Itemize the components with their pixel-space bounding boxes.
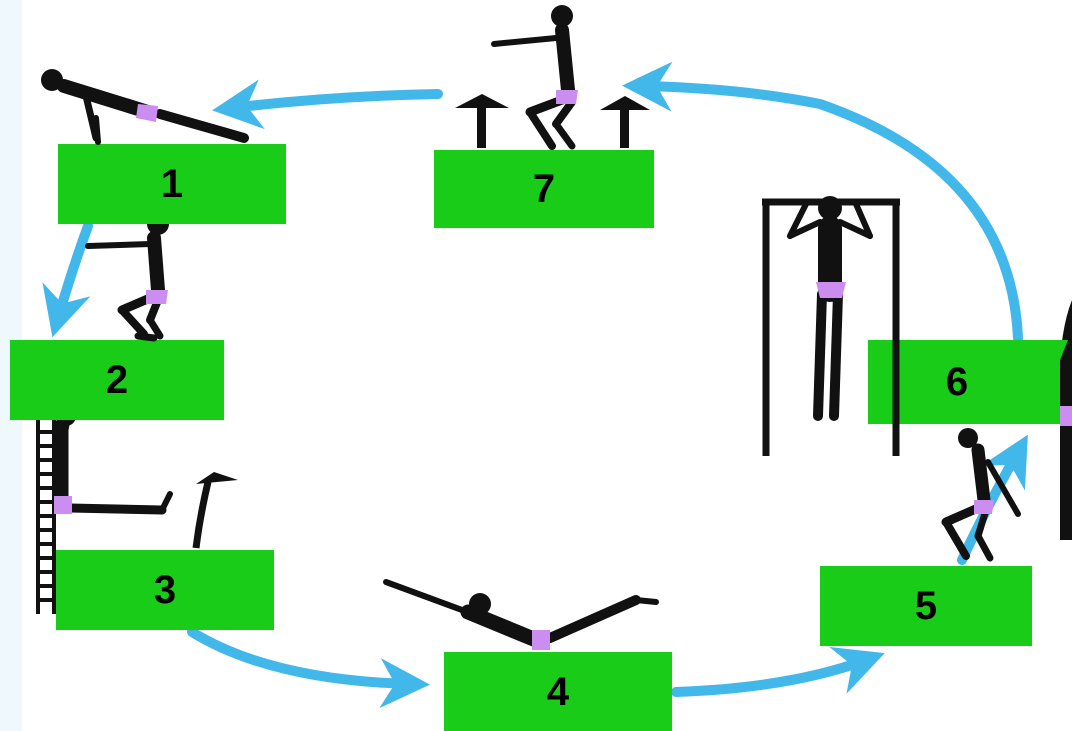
station-number: 4 — [546, 669, 570, 714]
figure-pushup-icon — [41, 69, 249, 143]
station-block-6: 6 — [868, 340, 1072, 424]
figure-pullup-icon — [787, 196, 873, 421]
figure-partial-right-shorts-icon — [1060, 406, 1072, 426]
station-number: 1 — [160, 162, 184, 206]
up-arrow-icon — [455, 94, 509, 148]
station-number: 3 — [153, 568, 177, 612]
station-block-2: 2 — [10, 340, 224, 420]
station-block-7: 7 — [434, 150, 654, 228]
up-arrow-icon — [192, 472, 238, 549]
arrow-4-to-5-icon — [671, 646, 885, 697]
station-block-1: 1 — [58, 144, 286, 224]
station-block-5: 5 — [820, 566, 1032, 646]
station-number: 2 — [105, 358, 129, 402]
station-block-3: 3 — [56, 550, 274, 630]
station-block-4: 4 — [444, 652, 672, 731]
up-arrows-station-7 — [455, 94, 650, 148]
station-number: 5 — [914, 584, 938, 628]
station-number: 7 — [532, 167, 556, 211]
arrow-3-to-4-icon — [187, 627, 430, 709]
figure-back-extension-icon — [383, 579, 659, 650]
figure-pushup-arm-icon — [93, 115, 101, 145]
arrow-6-to-7-icon — [622, 61, 1023, 343]
arrow-7-to-1-icon — [212, 79, 443, 130]
figure-squat-feet-icon — [134, 332, 158, 342]
figure-squat-jump-icon — [491, 5, 578, 150]
up-arrow-icon — [600, 96, 650, 148]
arrow-1-to-2-icon — [42, 221, 93, 338]
figure-jump-squat-icon — [941, 428, 1021, 562]
figure-partial-right-icon — [1060, 330, 1072, 480]
station-number: 6 — [945, 360, 969, 404]
